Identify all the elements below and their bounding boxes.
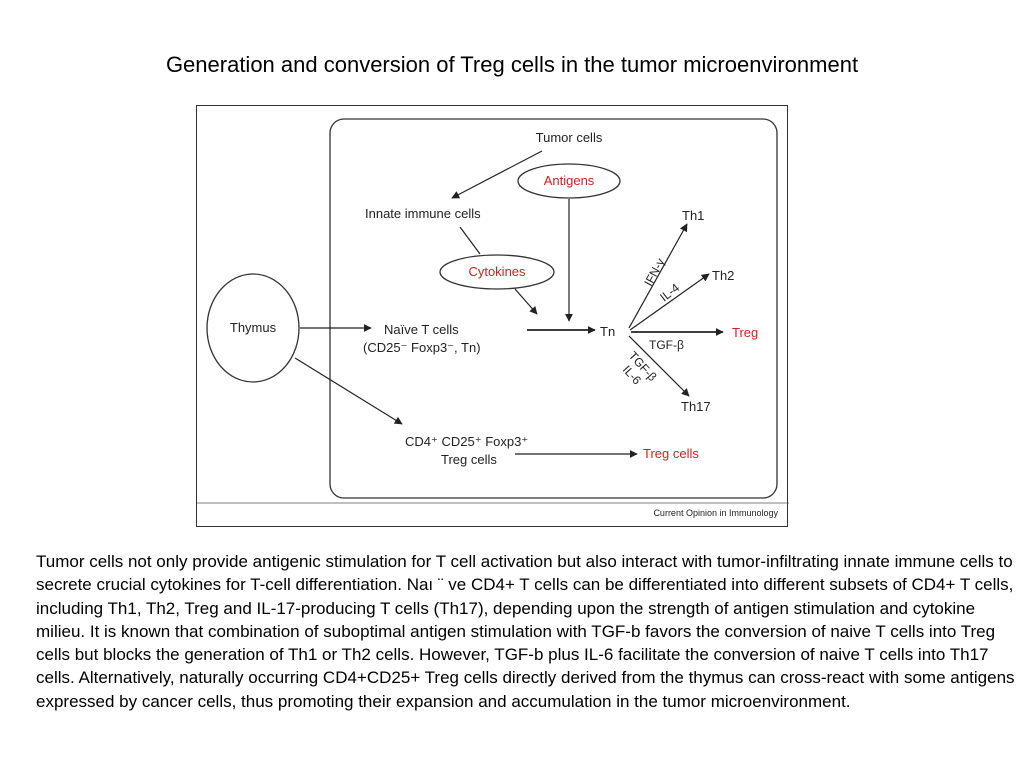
- diagram-canvas: Thymus Tumor cells Antigens Innate immun…: [197, 118, 789, 518]
- il4-label: IL-4: [657, 280, 682, 304]
- naive-t-cells-label: Naïve T cells: [384, 322, 459, 337]
- tumor-microenvironment-panel: [329, 118, 778, 499]
- th2-label: Th2: [712, 268, 734, 283]
- thymus-ellipse: [206, 273, 300, 383]
- tumor-to-innate-arrow: [451, 150, 543, 199]
- thymus-to-natural-treg-arrow: [294, 357, 403, 425]
- caption-paragraph: Tumor cells not only provide antigenic s…: [36, 552, 1015, 711]
- innate-to-cytokines-line: [459, 226, 481, 255]
- tn-to-th2-arrow: [629, 273, 710, 331]
- cytokines-ellipse: [439, 254, 555, 290]
- cd4-cd25-foxp3-label: CD4⁺ CD25⁺ Foxp3⁺: [405, 434, 528, 449]
- treg-cells-label: Treg cells: [643, 446, 699, 461]
- antigens-label: Antigens: [544, 173, 595, 188]
- cytokines-label: Cytokines: [468, 264, 526, 279]
- tn-to-th17-arrow: [628, 335, 690, 397]
- th1-label: Th1: [682, 208, 704, 223]
- tn-label: Tn: [600, 324, 615, 339]
- antigens-ellipse: [517, 163, 621, 199]
- innate-immune-cells-label: Innate immune cells: [365, 206, 481, 221]
- figure-credit: Current Opinion in Immunology: [653, 508, 778, 518]
- tgf-beta-label: TGF-β: [649, 338, 684, 352]
- diagram-figure: Thymus Tumor cells Antigens Innate immun…: [196, 105, 789, 527]
- treg-label: Treg: [732, 325, 758, 340]
- natural-treg-cells-label: Treg cells: [441, 452, 497, 467]
- tumor-cells-label: Tumor cells: [536, 130, 603, 145]
- cytokines-to-tn-arrow: [514, 288, 538, 315]
- tn-to-th1-arrow: [628, 223, 688, 329]
- thymus-label: Thymus: [230, 320, 277, 335]
- page-title: Generation and conversion of Treg cells …: [165, 52, 859, 77]
- naive-t-cells-phenotype-label: (CD25⁻ Foxp3⁻, Tn): [363, 340, 481, 355]
- th17-label: Th17: [681, 399, 711, 414]
- caption-text: Tumor cells not only provide antigenic s…: [36, 550, 1021, 713]
